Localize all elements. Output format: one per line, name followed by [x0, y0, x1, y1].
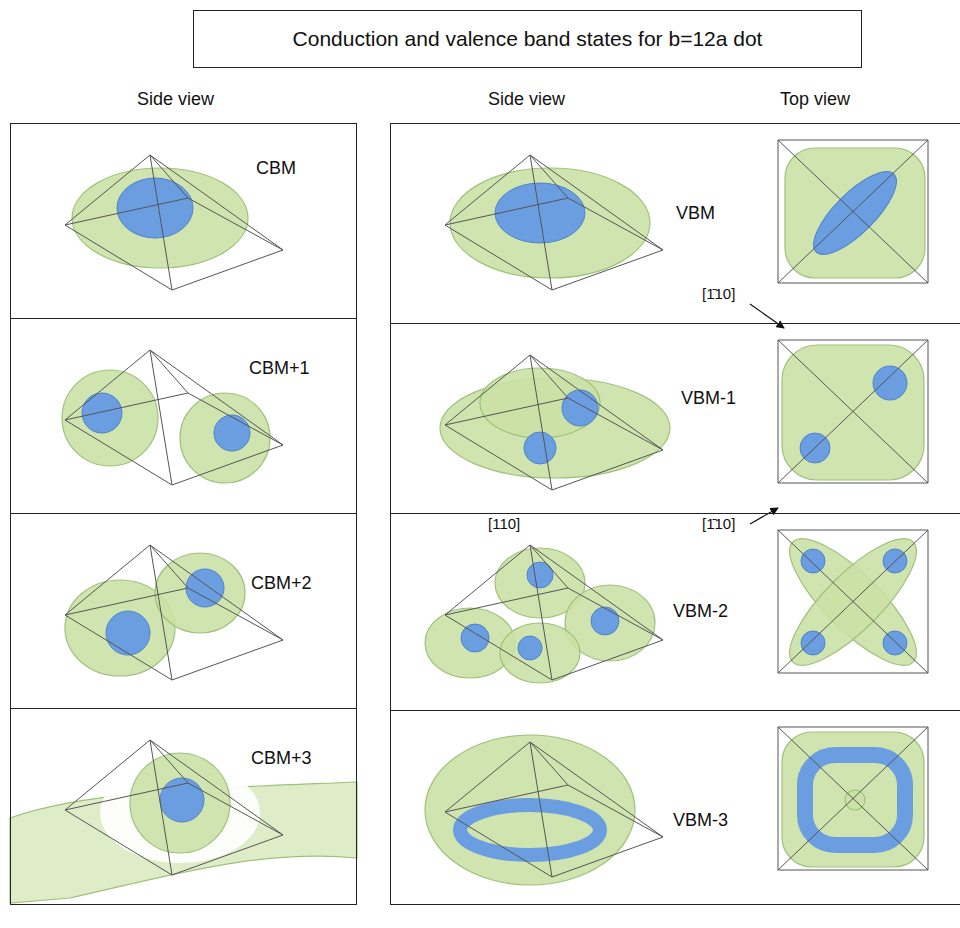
state-label: VBM-2: [673, 602, 728, 622]
direction-leader: [750, 304, 784, 328]
column-heading: Top view: [780, 90, 850, 110]
green-isosurface: [450, 168, 650, 278]
pyramid-top-outline: [778, 140, 928, 283]
blue-isosurface: [801, 631, 825, 655]
pyramid-top-outline: [778, 340, 928, 483]
pyramid-outline: [65, 545, 283, 680]
pyramid-outline: [65, 740, 283, 875]
green-isosurface: [180, 393, 270, 483]
green-isosurface: [130, 753, 230, 853]
state-panel: CBM+1: [10, 318, 357, 514]
blue-isosurface: [883, 631, 907, 655]
pyramid-outline: [445, 742, 663, 877]
green-isosurface: [425, 735, 635, 885]
state-panel: CBM: [10, 123, 357, 319]
title-frame: Conduction and valence band states for b…: [193, 10, 862, 68]
state-label: VBM-3: [673, 811, 728, 831]
pyramid-outline: [445, 545, 663, 680]
blue-isosurface: [82, 393, 122, 433]
crystal-direction: [110]: [488, 516, 520, 533]
crystal-direction: [1̄10]: [702, 286, 735, 303]
green-isosurface: [480, 368, 600, 438]
pyramid-top-outline: [778, 727, 928, 870]
state-label: CBM: [256, 159, 296, 179]
column-heading: Side view: [488, 90, 565, 110]
column-heading: Side view: [137, 90, 214, 110]
blue-isosurface: [562, 390, 598, 426]
blue-isosurface: [106, 611, 150, 655]
state-panel: VBM-2: [390, 513, 960, 711]
state-label: CBM+2: [251, 574, 312, 594]
blue-isosurface: [873, 366, 907, 400]
state-label: VBM: [676, 204, 715, 224]
state-label: VBM-1: [681, 389, 736, 409]
cbm2-isosurface: [65, 545, 283, 680]
green-isosurface: [773, 522, 933, 682]
figure-title: Conduction and valence band states for b…: [293, 27, 763, 51]
pyramid-outline: [445, 155, 663, 290]
green-isosurface: [782, 732, 924, 867]
state-panel: VBM-1: [390, 323, 960, 514]
pyramid-outline: [65, 155, 283, 290]
green-isosurface: [155, 553, 245, 633]
vbm1-isosurface: [440, 340, 928, 490]
blue-isosurface: [524, 432, 556, 464]
blue-isosurface: [461, 624, 489, 652]
blue-isosurface: [801, 549, 825, 573]
state-panel: CBM+3: [10, 708, 357, 905]
vbm-isosurface: [445, 140, 928, 290]
cbm-isosurface: [65, 155, 283, 290]
green-isosurface: [782, 345, 924, 480]
state-panel: VBM-3: [390, 710, 960, 905]
state-label: CBM+3: [251, 749, 312, 769]
state-panel: CBM+2: [10, 513, 357, 709]
pyramid-outline: [445, 355, 663, 490]
vbm3-isosurface: [425, 727, 928, 885]
vbm2-isosurface: [425, 522, 933, 683]
state-panel: VBM: [390, 123, 960, 324]
blue-isosurface: [460, 805, 600, 855]
pyramid-top-outline: [778, 530, 928, 673]
blue-isosurface: [495, 183, 585, 243]
blue-isosurface: [591, 607, 619, 635]
state-label: CBM+1: [249, 359, 310, 379]
green-isosurface: [773, 522, 933, 682]
blue-isosurface: [518, 636, 542, 660]
direction-leader: [750, 508, 778, 524]
cbm3-isosurface: [10, 740, 357, 903]
crystal-direction: [1̄10]: [702, 516, 735, 533]
blue-isosurface: [214, 415, 250, 451]
